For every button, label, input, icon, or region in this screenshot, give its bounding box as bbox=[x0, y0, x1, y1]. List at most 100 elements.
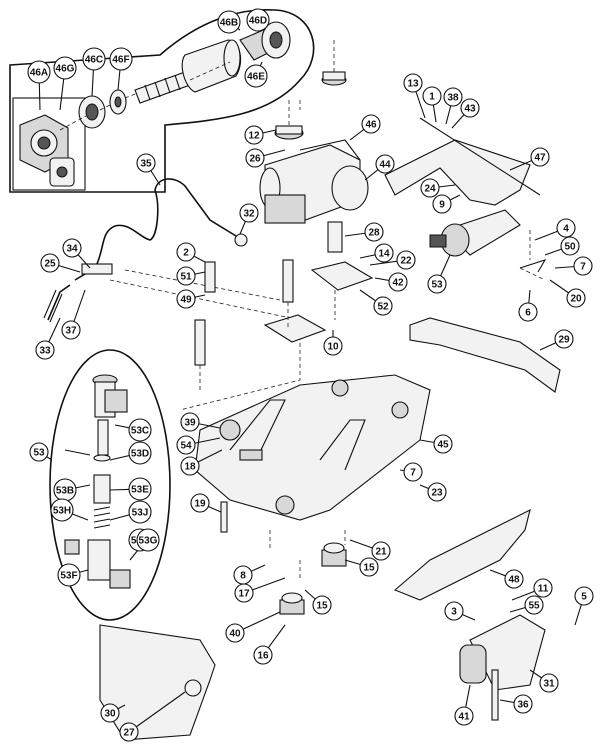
callout-circle bbox=[128, 441, 152, 465]
callout-label: 34 bbox=[66, 244, 78, 255]
callout-label: 1 bbox=[429, 92, 435, 103]
callout-label: 53F bbox=[60, 571, 77, 582]
callout-circle bbox=[176, 435, 196, 455]
callout-label: 12 bbox=[248, 131, 260, 142]
bracket-10 bbox=[263, 314, 327, 343]
callout-label: 26 bbox=[249, 154, 261, 165]
main-motor bbox=[259, 139, 369, 224]
callout-19: 19 bbox=[190, 493, 210, 513]
callout-circle bbox=[427, 274, 447, 294]
callout-15: 15 bbox=[359, 557, 379, 577]
callout-52: 52 bbox=[373, 296, 393, 316]
callout-circle bbox=[460, 98, 480, 118]
callout-circle bbox=[244, 64, 268, 88]
callout-18: 18 bbox=[180, 456, 200, 476]
callout-label: 50 bbox=[564, 242, 576, 253]
callout-label: 46C bbox=[85, 55, 103, 66]
callout-circle bbox=[518, 302, 538, 322]
callout-label: 53B bbox=[56, 486, 74, 497]
callout-label: 54 bbox=[180, 441, 192, 452]
pin-upper bbox=[282, 259, 294, 303]
bolt-19 bbox=[220, 501, 228, 533]
pin-36 bbox=[491, 669, 499, 721]
callout-label: 53E bbox=[131, 485, 149, 496]
callout-circle bbox=[371, 541, 391, 561]
callout-circle bbox=[361, 114, 381, 134]
callout-circle bbox=[136, 153, 156, 173]
callout-25: 25 bbox=[40, 253, 60, 273]
callout-label: 3 bbox=[451, 607, 457, 618]
callout-circle bbox=[136, 528, 160, 552]
callout-6: 6 bbox=[518, 302, 538, 322]
callout-circle bbox=[560, 236, 580, 256]
callout-label: 47 bbox=[534, 153, 546, 164]
actuator-53 bbox=[429, 209, 521, 257]
callout-label: 20 bbox=[570, 294, 582, 305]
callout-circle bbox=[27, 60, 51, 84]
callout-3: 3 bbox=[444, 601, 464, 621]
callout-53j: 53J bbox=[128, 500, 152, 524]
callout-label: 24 bbox=[424, 184, 436, 195]
callout-label: 33 bbox=[39, 346, 51, 357]
callout-label: 43 bbox=[464, 104, 476, 115]
callout-4: 4 bbox=[556, 218, 576, 238]
callout-48: 48 bbox=[504, 569, 524, 589]
callout-27: 27 bbox=[119, 722, 139, 742]
callout-circle bbox=[217, 10, 241, 34]
callout-circle bbox=[35, 340, 55, 360]
shaft-28 bbox=[327, 221, 343, 253]
callout-2: 2 bbox=[176, 242, 196, 262]
callout-circle bbox=[53, 56, 77, 80]
callout-label: 28 bbox=[368, 228, 380, 239]
callout-circle bbox=[433, 434, 453, 454]
callout-37: 37 bbox=[61, 320, 81, 340]
callout-circle bbox=[119, 722, 139, 742]
callout-9: 9 bbox=[432, 194, 452, 214]
callout-label: 7 bbox=[410, 468, 416, 479]
callout-54: 54 bbox=[176, 435, 196, 455]
callout-circle bbox=[530, 147, 550, 167]
callout-label: 30 bbox=[104, 709, 116, 720]
callout-circle bbox=[432, 194, 452, 214]
callout-circle bbox=[443, 87, 463, 107]
callout-label: 53 bbox=[431, 280, 443, 291]
callout-circle bbox=[444, 601, 464, 621]
callout-label: 18 bbox=[184, 462, 196, 473]
callout-circle bbox=[556, 218, 576, 238]
callout-label: 14 bbox=[378, 249, 390, 260]
callout-circle bbox=[100, 703, 120, 723]
callout-circle bbox=[40, 253, 60, 273]
callout-46f: 46F bbox=[109, 47, 133, 71]
callout-50: 50 bbox=[560, 236, 580, 256]
callout-label: 23 bbox=[431, 488, 443, 499]
callout-label: 10 bbox=[327, 342, 339, 353]
callout-circle bbox=[61, 320, 81, 340]
callout-label: 2 bbox=[183, 248, 189, 259]
callout-42: 42 bbox=[388, 272, 408, 292]
callout-circle bbox=[109, 47, 133, 71]
callout-circle bbox=[375, 154, 395, 174]
callout-label: 38 bbox=[447, 93, 459, 104]
callout-label: 46D bbox=[249, 16, 267, 27]
callout-label: 5 bbox=[581, 592, 587, 603]
callout-circle bbox=[57, 563, 81, 587]
callout-label: 39 bbox=[184, 418, 196, 429]
callout-label: 42 bbox=[392, 278, 404, 289]
callout-circle bbox=[403, 73, 423, 93]
callout-circle bbox=[82, 47, 106, 71]
callout-46: 46 bbox=[361, 114, 381, 134]
callout-15: 15 bbox=[312, 595, 332, 615]
callout-label: 35 bbox=[140, 159, 152, 170]
callout-16: 16 bbox=[253, 645, 273, 665]
callout-circle bbox=[504, 569, 524, 589]
callout-circle bbox=[180, 456, 200, 476]
callout-label: 46B bbox=[220, 18, 238, 29]
callout-circle bbox=[128, 500, 152, 524]
callout-36: 36 bbox=[513, 694, 533, 714]
motor-cap-top bbox=[321, 71, 347, 86]
callout-53b: 53B bbox=[53, 478, 77, 502]
callout-label: 19 bbox=[194, 499, 206, 510]
callout-circle bbox=[388, 272, 408, 292]
callout-circle bbox=[253, 645, 273, 665]
